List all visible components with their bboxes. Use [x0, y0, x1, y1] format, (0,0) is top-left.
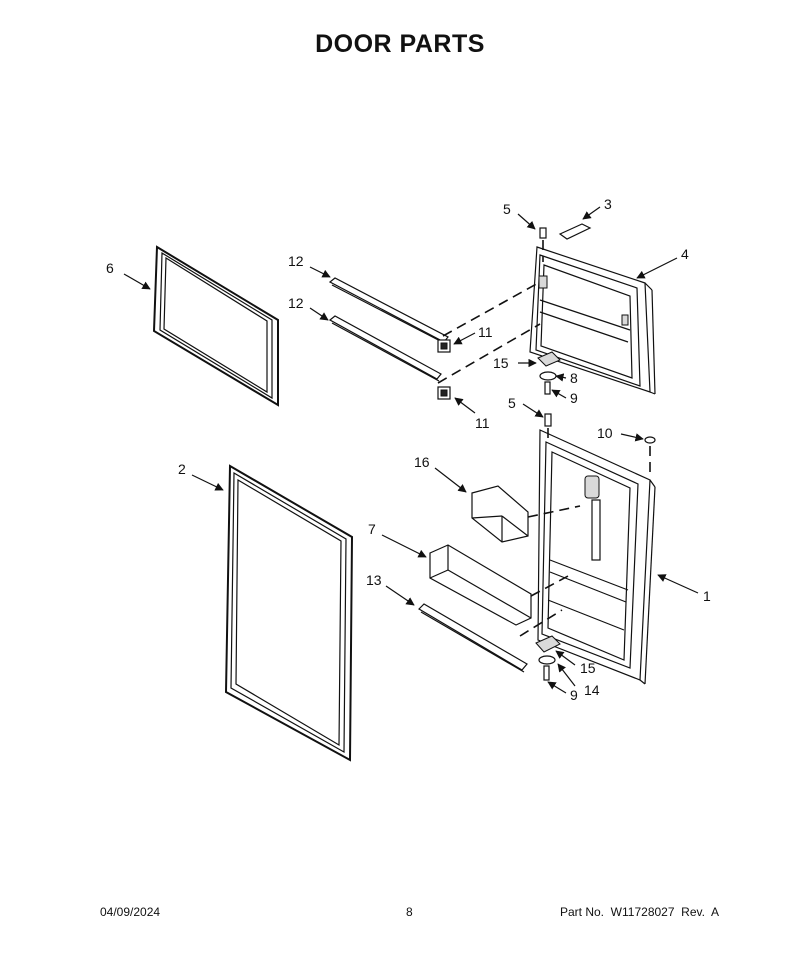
trim-end-cap-upper	[437, 339, 451, 353]
upper-door	[529, 246, 656, 395]
lower-trim-strip	[328, 315, 442, 382]
callout-11-upper: 11	[478, 324, 493, 340]
hinge-cover	[558, 223, 592, 240]
callout-12-upper: 12	[288, 253, 304, 269]
page-title: DOOR PARTS	[315, 30, 485, 58]
leader-arrows	[123, 206, 699, 694]
assembly-lines	[437, 240, 581, 637]
callout-14: 14	[584, 682, 600, 698]
callout-5-lower: 5	[508, 395, 516, 411]
upper-hinge-assembly	[537, 351, 561, 395]
callout-9-upper: 9	[570, 390, 578, 406]
callout-11-lower: 11	[475, 415, 490, 431]
door-plug	[644, 436, 656, 478]
small-door-bin	[471, 485, 529, 543]
lower-door-trim-strip	[418, 603, 528, 673]
callout-8: 8	[570, 370, 578, 386]
footer-page-number: 8	[406, 905, 413, 919]
callout-5-upper: 5	[503, 201, 511, 217]
screw-lower	[544, 413, 552, 427]
callout-7: 7	[368, 521, 376, 537]
callout-15-upper: 15	[493, 355, 509, 371]
callout-1: 1	[703, 588, 711, 604]
lower-door	[537, 429, 656, 685]
callout-12-lower: 12	[288, 295, 304, 311]
upper-door-gasket	[152, 245, 279, 407]
callout-9-lower: 9	[570, 687, 578, 703]
footer-part-number: Part No. W11728027 Rev. A	[560, 905, 719, 919]
callout-15-lower: 15	[580, 660, 596, 676]
callout-2: 2	[178, 461, 186, 477]
callout-6: 6	[106, 260, 114, 276]
footer-date: 04/09/2024	[100, 905, 161, 919]
trim-end-cap-lower	[437, 386, 451, 400]
callout-13: 13	[366, 572, 382, 588]
callout-16: 16	[414, 454, 430, 470]
callout-10: 10	[597, 425, 613, 441]
upper-trim-strip	[328, 277, 449, 345]
screw-upper	[539, 227, 547, 239]
large-door-bin	[429, 544, 532, 626]
callout-3: 3	[604, 196, 612, 212]
callout-4: 4	[681, 246, 689, 262]
lower-hinge-assembly	[535, 635, 561, 681]
lower-door-gasket	[224, 464, 354, 762]
